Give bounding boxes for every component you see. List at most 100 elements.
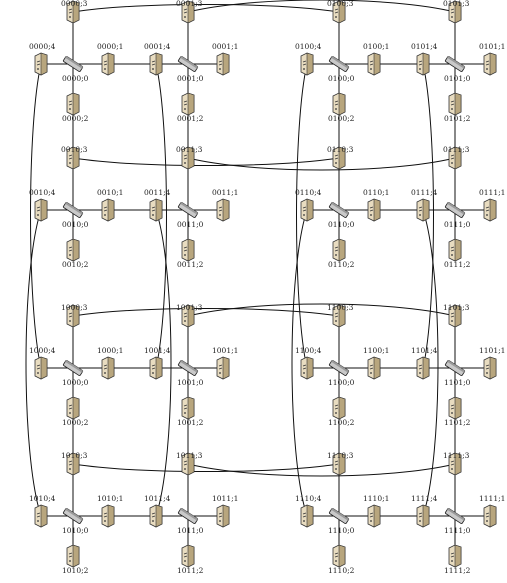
server-icon	[181, 238, 195, 262]
server-icon	[332, 92, 346, 116]
server-icon	[66, 396, 80, 420]
node-label: 1000;4	[29, 346, 56, 355]
node-label: 0100;0	[328, 74, 355, 83]
server-icon	[101, 356, 115, 380]
node-label: 0101;1	[479, 42, 505, 51]
node-label: 1111;0	[444, 526, 471, 535]
node-label: 1101;1	[479, 346, 505, 355]
node-label: 0001;3	[176, 0, 203, 8]
server-icon	[34, 356, 48, 380]
node-label: 0000;3	[61, 0, 88, 8]
server-icon	[367, 356, 381, 380]
server-icon	[416, 504, 430, 528]
node-label: 0001;2	[177, 114, 204, 123]
server-icon	[483, 52, 497, 76]
node-label: 1010;2	[62, 566, 89, 575]
node-label: 0010;4	[29, 188, 56, 197]
node-label: 0100;2	[328, 114, 355, 123]
node-label: 1001;3	[176, 303, 203, 312]
node-label: 1100;4	[295, 346, 322, 355]
node-label: 1110;4	[295, 494, 322, 503]
node-label: 0101;4	[411, 42, 438, 51]
node-label: 1011;3	[176, 451, 203, 460]
node-label: 0110;0	[328, 220, 355, 229]
node-label: 0011;0	[177, 220, 204, 229]
network-nodes: 0000;00000;10000;20000;30000;40001;00001…	[29, 0, 505, 575]
server-icon	[101, 52, 115, 76]
node-label: 0110;2	[328, 260, 355, 269]
node-label: 0101;0	[444, 74, 471, 83]
node-label: 0001;1	[212, 42, 238, 51]
server-icon	[448, 92, 462, 116]
dimension-4-link	[291, 209, 308, 517]
node-label: 0100;1	[363, 42, 389, 51]
server-icon	[66, 92, 80, 116]
server-icon	[416, 52, 430, 76]
node-label: 1110;1	[363, 494, 389, 503]
server-icon	[216, 198, 230, 222]
node-label: 1111;3	[443, 451, 470, 460]
server-icon	[332, 238, 346, 262]
server-icon	[483, 504, 497, 528]
node-label: 0000;4	[29, 42, 56, 51]
dimension-4-link	[25, 209, 42, 517]
server-icon	[367, 52, 381, 76]
dimension-3-link	[72, 157, 340, 166]
server-icon	[483, 198, 497, 222]
server-icon	[332, 396, 346, 420]
node-label: 1000;1	[97, 346, 123, 355]
node-label: 0010;2	[62, 260, 89, 269]
node-label: 1101;2	[444, 418, 471, 427]
node-label: 1011;4	[144, 494, 171, 503]
node-label: 1011;0	[177, 526, 204, 535]
dimension-3-link	[72, 4, 340, 13]
dimension-3-link	[187, 463, 456, 477]
server-icon	[66, 544, 80, 568]
node-label: 0111;3	[443, 145, 470, 154]
dimension-4-link	[155, 63, 167, 369]
node-label: 1010;3	[61, 451, 88, 460]
node-label: 0011;3	[176, 145, 203, 154]
node-label: 0111;2	[444, 260, 471, 269]
dimension-4-link	[296, 63, 308, 369]
node-label: 1000;2	[62, 418, 89, 427]
node-label: 0000;2	[62, 114, 89, 123]
dimension-4-link	[30, 63, 42, 369]
node-label: 1101;4	[411, 346, 438, 355]
node-label: 1010;1	[97, 494, 123, 503]
node-label: 1110;2	[328, 566, 355, 575]
node-label: 1111;1	[479, 494, 505, 503]
server-icon	[181, 544, 195, 568]
node-label: 0000;0	[62, 74, 89, 83]
node-label: 1110;3	[327, 451, 354, 460]
node-label: 0001;4	[144, 42, 171, 51]
server-icon	[216, 356, 230, 380]
node-label: 1001;0	[177, 378, 204, 387]
dimension-4-link	[422, 63, 434, 369]
node-label: 0010;1	[97, 188, 123, 197]
server-icon	[101, 504, 115, 528]
node-label: 1100;0	[328, 378, 355, 387]
server-icon	[367, 504, 381, 528]
node-label: 0011;4	[144, 188, 171, 197]
node-label: 0111;1	[479, 188, 505, 197]
server-icon	[34, 504, 48, 528]
node-label: 1001;4	[144, 346, 171, 355]
node-label: 0111;0	[444, 220, 471, 229]
dimension-4-link	[422, 209, 439, 517]
server-icon	[367, 198, 381, 222]
server-icon	[300, 198, 314, 222]
server-icon	[448, 396, 462, 420]
node-label: 1111;2	[444, 566, 471, 575]
